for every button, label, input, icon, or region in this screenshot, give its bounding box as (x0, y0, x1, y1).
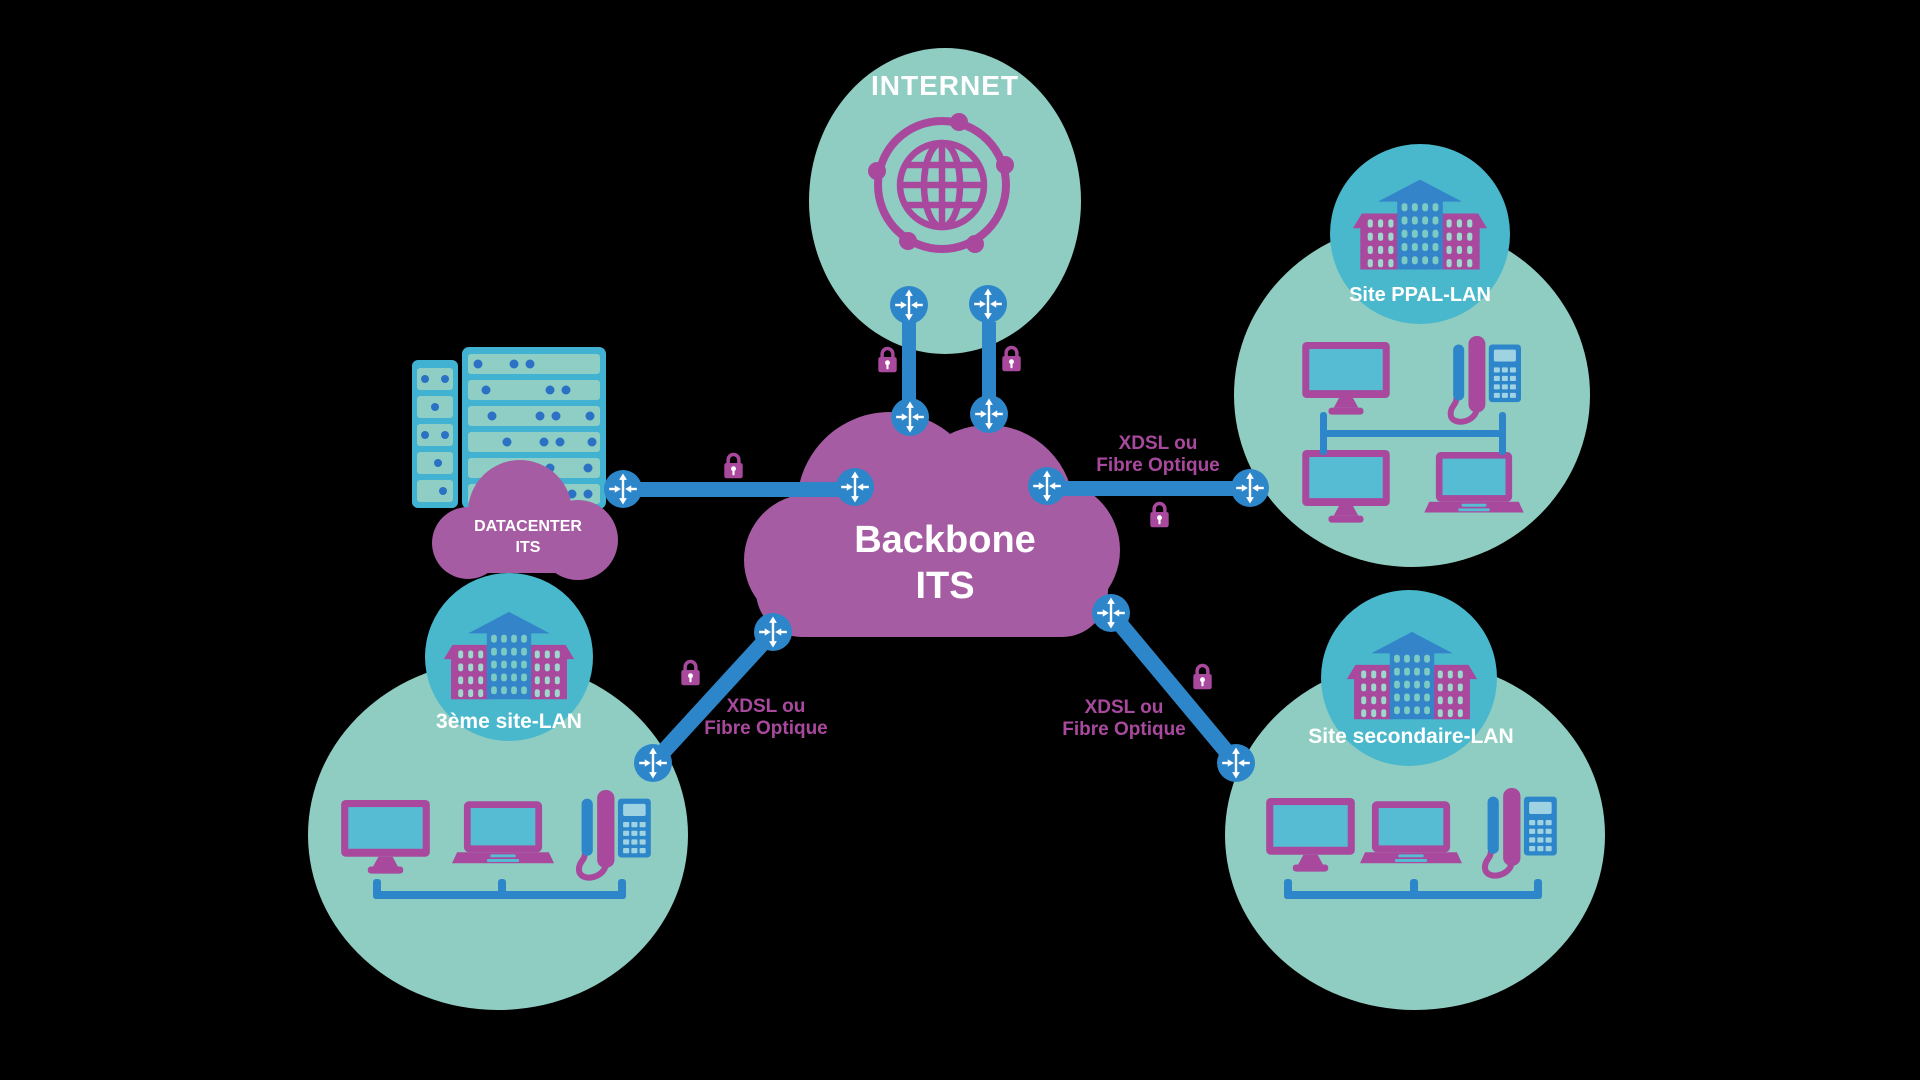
lan-bus-line (1323, 430, 1503, 437)
link-label-line1: XDSL ou (726, 696, 806, 717)
laptop-icon (452, 801, 554, 866)
laptop-icon (1424, 452, 1524, 515)
router-icon (754, 613, 792, 651)
router-icon (1092, 594, 1130, 632)
router-icon (1217, 744, 1255, 782)
backbone-label: Backbone ITS (795, 517, 1095, 609)
desk-phone-icon (1443, 336, 1521, 431)
lan-bus-endcap (1284, 879, 1292, 899)
lan-bus-endcap (1410, 879, 1418, 899)
router-icon (604, 470, 642, 508)
router-icon (836, 468, 874, 506)
lan-bus-endcap (1534, 879, 1542, 899)
monitor-icon (1302, 450, 1390, 527)
monitor-icon (1266, 798, 1355, 876)
router-icon (890, 286, 928, 324)
datacenter-label-line1: DATACENTER (474, 518, 582, 535)
lan-bus-endcap (498, 879, 506, 899)
router-icon (969, 285, 1007, 323)
router-icon (891, 398, 929, 436)
padlock-icon (1148, 498, 1171, 529)
router-icon (634, 744, 672, 782)
link-label-line2: Fibre Optique (1062, 719, 1186, 740)
link-label-site-troisieme: XDSL ou Fibre Optique (666, 696, 866, 740)
desk-phone-icon (571, 790, 651, 887)
site-ppal-label: Site PPAL-LAN (1349, 284, 1491, 306)
laptop-icon (1360, 801, 1462, 866)
lan-bus-endcap (618, 879, 626, 899)
link-label-site-ppal: XDSL ou Fibre Optique (1058, 433, 1258, 477)
link-label-line2: Fibre Optique (704, 718, 828, 739)
padlock-icon (1191, 660, 1214, 691)
building-icon (1350, 178, 1490, 274)
link-label-site-secondaire: XDSL ou Fibre Optique (1024, 697, 1224, 741)
link-label-line1: XDSL ou (1084, 697, 1164, 718)
padlock-icon (722, 449, 745, 480)
padlock-icon (876, 343, 899, 374)
datacenter-label-line2: ITS (515, 539, 541, 556)
globe-network-icon (862, 105, 1022, 265)
backbone-cloud-icon (744, 412, 1120, 637)
link-label-line2: Fibre Optique (1096, 455, 1220, 476)
backbone-label-line1: Backbone (854, 519, 1036, 561)
lan-bus-endcap (1320, 412, 1327, 455)
router-icon (970, 395, 1008, 433)
monitor-icon (1302, 342, 1390, 419)
lan-bus-endcap (1499, 412, 1506, 455)
link-label-line1: XDSL ou (1118, 433, 1198, 454)
site-secondaire-label: Site secondaire-LAN (1308, 725, 1514, 748)
site-troisieme-label: 3ème site-LAN (436, 710, 582, 733)
desk-phone-icon (1477, 788, 1557, 885)
building-icon (1344, 630, 1480, 724)
padlock-icon (1000, 342, 1023, 373)
backbone-label-line2: ITS (915, 565, 975, 607)
monitor-icon (341, 800, 430, 878)
datacenter-label: DATACENTER ITS (438, 516, 618, 558)
datacenter-cloud-icon (432, 460, 618, 580)
padlock-icon (679, 656, 702, 687)
building-icon (441, 610, 577, 704)
internet-label: INTERNET (871, 70, 1019, 101)
lan-bus-endcap (373, 879, 381, 899)
